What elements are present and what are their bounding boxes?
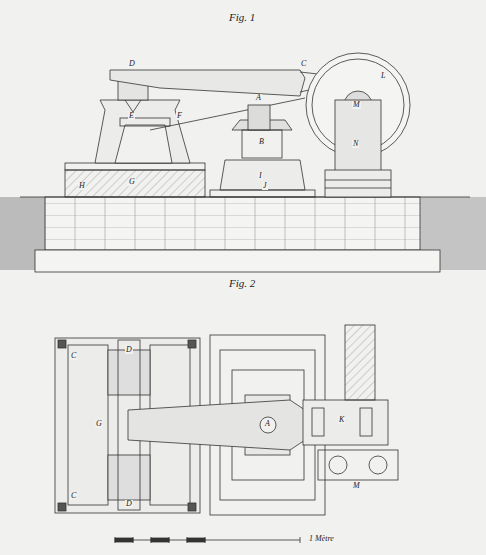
part-letter: L [380,72,386,80]
part-letter: B [258,138,265,146]
part-letter: G [95,420,103,428]
part-letter: C [70,492,77,500]
part-letter: E [128,112,135,120]
part-letter: J [262,182,268,190]
part-letter: D [128,60,136,68]
part-letter: M [352,101,361,109]
part-letter: N [352,140,359,148]
part-letter: D [125,500,133,508]
part-letter: M [352,482,361,490]
part-letter: F [176,112,183,120]
part-letter: D [125,346,133,354]
part-letter: C [70,352,77,360]
part-letter: K [338,416,345,424]
figure-title: Fig. 2 [228,278,256,289]
part-letter: C [300,60,307,68]
part-letter: A [264,420,271,428]
part-letter: I [258,172,263,180]
figure-title: Fig. 1 [228,12,256,23]
part-letter: H [78,182,86,190]
part-letter: G [128,178,136,186]
part-letter: 1 Mètre [308,535,335,543]
part-letter: A [255,94,262,102]
